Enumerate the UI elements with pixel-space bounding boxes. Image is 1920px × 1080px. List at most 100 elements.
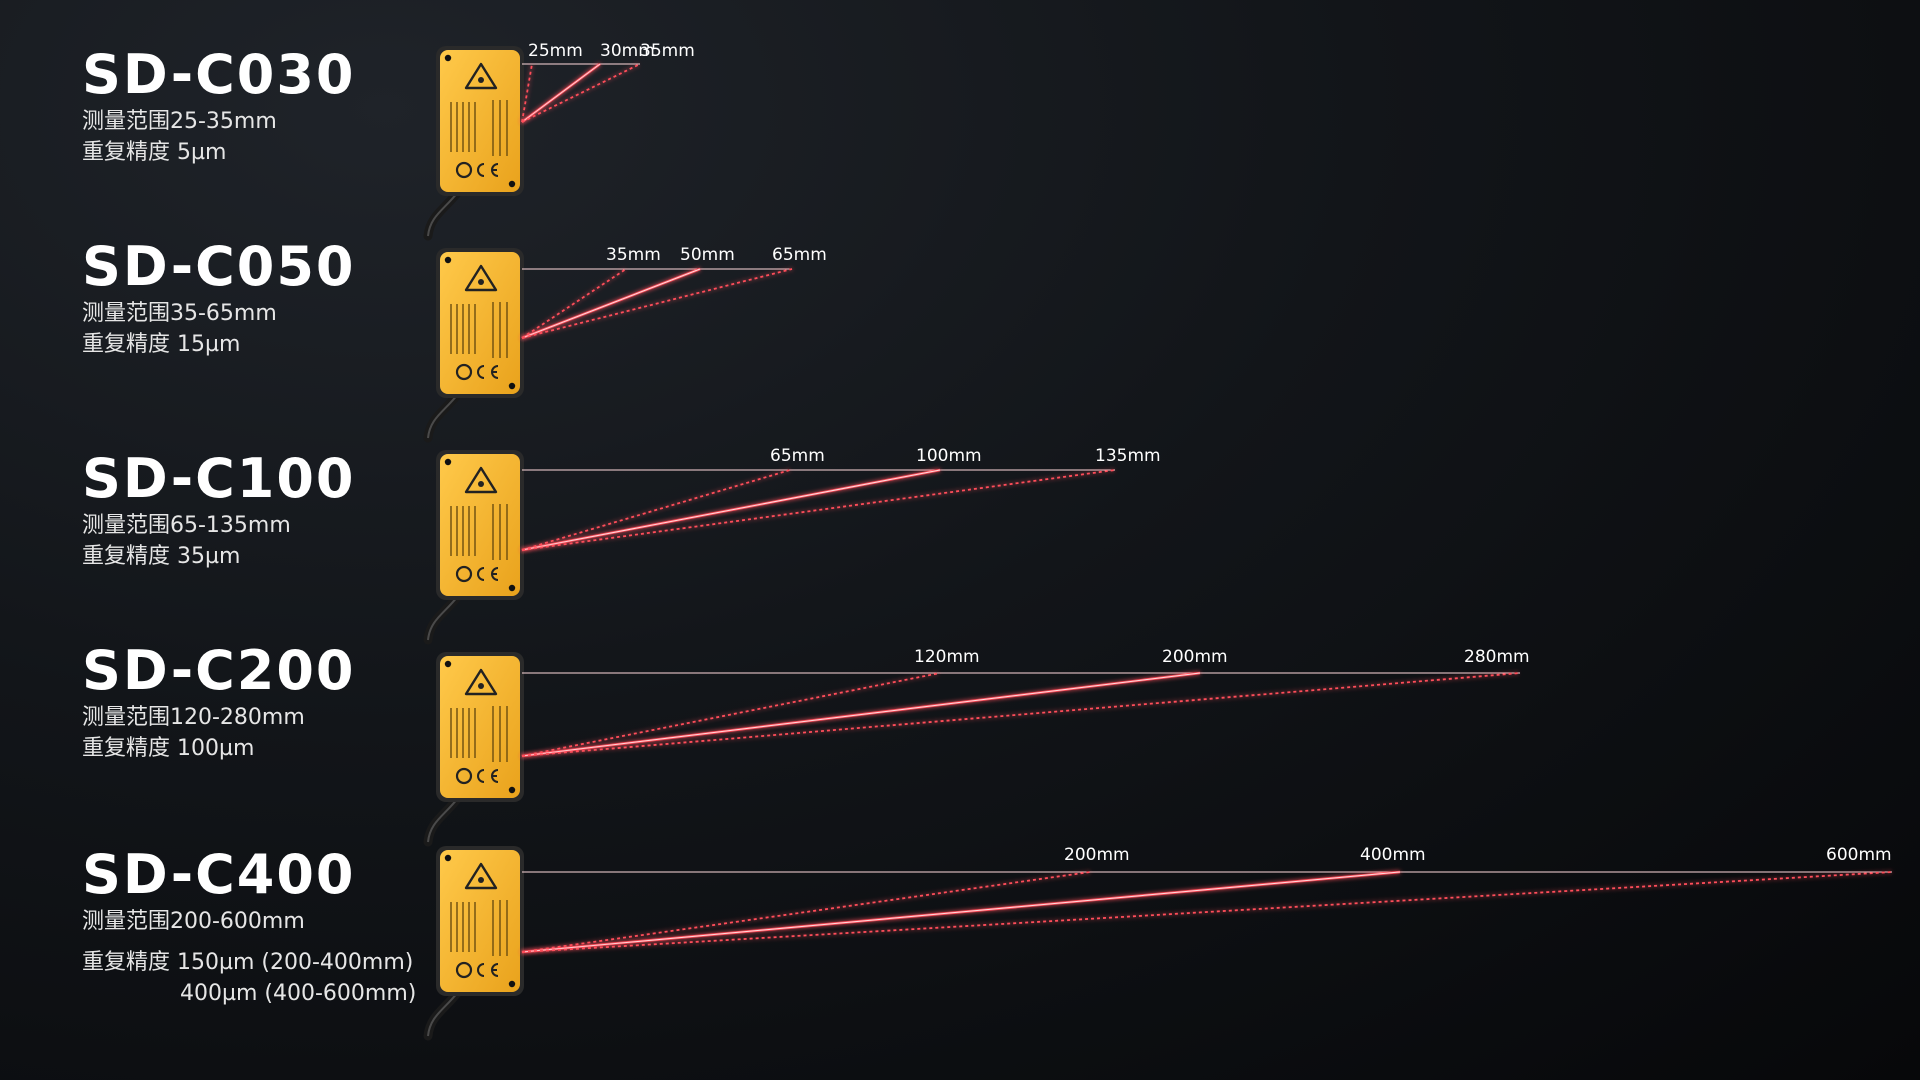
ce-mark-icon bbox=[477, 963, 499, 977]
sensor-cable-highlight bbox=[427, 393, 459, 439]
laser-warning-icon-dot bbox=[478, 279, 484, 285]
model-name: SD-C400 bbox=[82, 843, 356, 906]
sensor-body bbox=[440, 50, 520, 192]
sensor-label-print bbox=[492, 100, 494, 156]
sensor-label-print bbox=[506, 100, 508, 156]
distance-label: 400mm bbox=[1360, 845, 1426, 865]
distance-label: 35mm bbox=[606, 245, 661, 265]
distance-label: 65mm bbox=[770, 446, 825, 466]
sensor-label-print bbox=[468, 304, 470, 354]
ce-mark-icon bbox=[477, 769, 499, 783]
sensor-label-print bbox=[474, 506, 476, 556]
sensor-label-print bbox=[462, 902, 464, 952]
laser-warning-icon bbox=[464, 466, 498, 494]
sensor-label-print bbox=[499, 504, 501, 560]
sensor-label-print bbox=[506, 900, 508, 956]
sensor-label-print bbox=[450, 102, 452, 152]
mounting-hole bbox=[444, 256, 452, 264]
sensor-label-print bbox=[462, 102, 464, 152]
repeat-precision: 重复精度 100µm bbox=[82, 736, 255, 761]
mounting-hole bbox=[508, 786, 516, 794]
sensor-label-print bbox=[468, 708, 470, 758]
sensor-label-print bbox=[499, 706, 501, 762]
distance-label: 200mm bbox=[1162, 647, 1228, 667]
sensor-label-print bbox=[450, 902, 452, 952]
laser-reflection-core bbox=[521, 469, 941, 551]
sensor-label-print bbox=[468, 506, 470, 556]
measurement-range: 测量范围25-35mm bbox=[82, 109, 277, 134]
measurement-range: 测量范围200-600mm bbox=[82, 909, 305, 934]
repeat-precision: 重复精度 35µm bbox=[82, 544, 241, 569]
model-name: SD-C050 bbox=[82, 235, 356, 298]
sensor-label-print bbox=[506, 504, 508, 560]
sensor-label-print bbox=[462, 304, 464, 354]
laser-reflection-core bbox=[521, 268, 701, 339]
laser-reflection-beam bbox=[521, 63, 641, 123]
sensor-label-print bbox=[474, 304, 476, 354]
mounting-hole bbox=[444, 660, 452, 668]
sensor-cable-highlight bbox=[427, 191, 459, 237]
ce-mark-icon bbox=[477, 567, 499, 581]
sensor-label-print bbox=[474, 708, 476, 758]
laser-reflection-beam bbox=[521, 871, 1893, 953]
laser-warning-icon bbox=[464, 62, 498, 90]
sensor-label-print bbox=[468, 902, 470, 952]
laser-reflection-beam bbox=[521, 268, 627, 339]
sensor-label-print bbox=[456, 304, 458, 354]
ce-mark-icon bbox=[477, 365, 499, 379]
model-block-sd-c050: SD-C050 测量范围35-65mm 重复精度 15µm bbox=[82, 236, 442, 360]
sensor-group-sd-c050: 35mm 50mm 65mm bbox=[423, 245, 827, 443]
laser-warning-icon-dot bbox=[478, 481, 484, 487]
laser-warning-icon bbox=[464, 668, 498, 696]
measurement-range: 测量范围120-280mm bbox=[82, 705, 305, 730]
measurement-range: 测量范围65-135mm bbox=[82, 513, 291, 538]
laser-warning-icon-dot bbox=[478, 683, 484, 689]
sensor-label-print bbox=[499, 302, 501, 358]
sensor-body bbox=[440, 454, 520, 596]
model-block-sd-c200: SD-C200 测量范围120-280mm 重复精度 100µm bbox=[82, 640, 442, 764]
distance-label: 100mm bbox=[916, 446, 982, 466]
model-name: SD-C100 bbox=[82, 447, 356, 510]
sensor-label-print bbox=[492, 900, 494, 956]
sensor-cable-highlight bbox=[427, 797, 459, 843]
distance-label: 50mm bbox=[680, 245, 735, 265]
distance-label: 135mm bbox=[1095, 446, 1161, 466]
sensor-cable-highlight bbox=[427, 595, 459, 641]
distance-label: 65mm bbox=[772, 245, 827, 265]
laser-warning-icon bbox=[464, 264, 498, 292]
sensor-label-print bbox=[474, 902, 476, 952]
model-name: SD-C030 bbox=[82, 43, 356, 106]
sensor-group-sd-c100: 65mm 100mm 135mm bbox=[423, 446, 1161, 645]
sensor-label-print bbox=[450, 304, 452, 354]
repeat-precision: 重复精度 150µm (200-400mm) bbox=[82, 950, 414, 975]
mounting-hole bbox=[444, 54, 452, 62]
laser-reflection-beam bbox=[521, 871, 1091, 953]
sensor-label-print bbox=[499, 100, 501, 156]
model-block-sd-c100: SD-C100 测量范围65-135mm 重复精度 35µm bbox=[82, 448, 442, 572]
laser-warning-icon-dot bbox=[478, 877, 484, 883]
sensor-label-print bbox=[456, 708, 458, 758]
sensor-cable-highlight bbox=[427, 991, 459, 1037]
mounting-hole bbox=[508, 584, 516, 592]
sensor-label-print bbox=[492, 706, 494, 762]
model-block-sd-c030: SD-C030 测量范围25-35mm 重复精度 5µm bbox=[82, 44, 442, 168]
sensor-label-print bbox=[492, 302, 494, 358]
certification-icon bbox=[455, 161, 473, 179]
model-name: SD-C200 bbox=[82, 639, 356, 702]
laser-reflection-beam bbox=[521, 268, 793, 339]
mounting-hole bbox=[508, 382, 516, 390]
repeat-precision: 重复精度 15µm bbox=[82, 332, 241, 357]
measurement-range: 测量范围35-65mm bbox=[82, 301, 277, 326]
laser-warning-icon bbox=[464, 862, 498, 890]
laser-reflection-beam bbox=[521, 672, 1521, 757]
distance-label: 600mm bbox=[1826, 845, 1892, 865]
sensor-label-print bbox=[499, 900, 501, 956]
repeat-precision: 重复精度 5µm bbox=[82, 140, 227, 165]
certification-icon bbox=[455, 767, 473, 785]
sensor-label-print bbox=[506, 302, 508, 358]
